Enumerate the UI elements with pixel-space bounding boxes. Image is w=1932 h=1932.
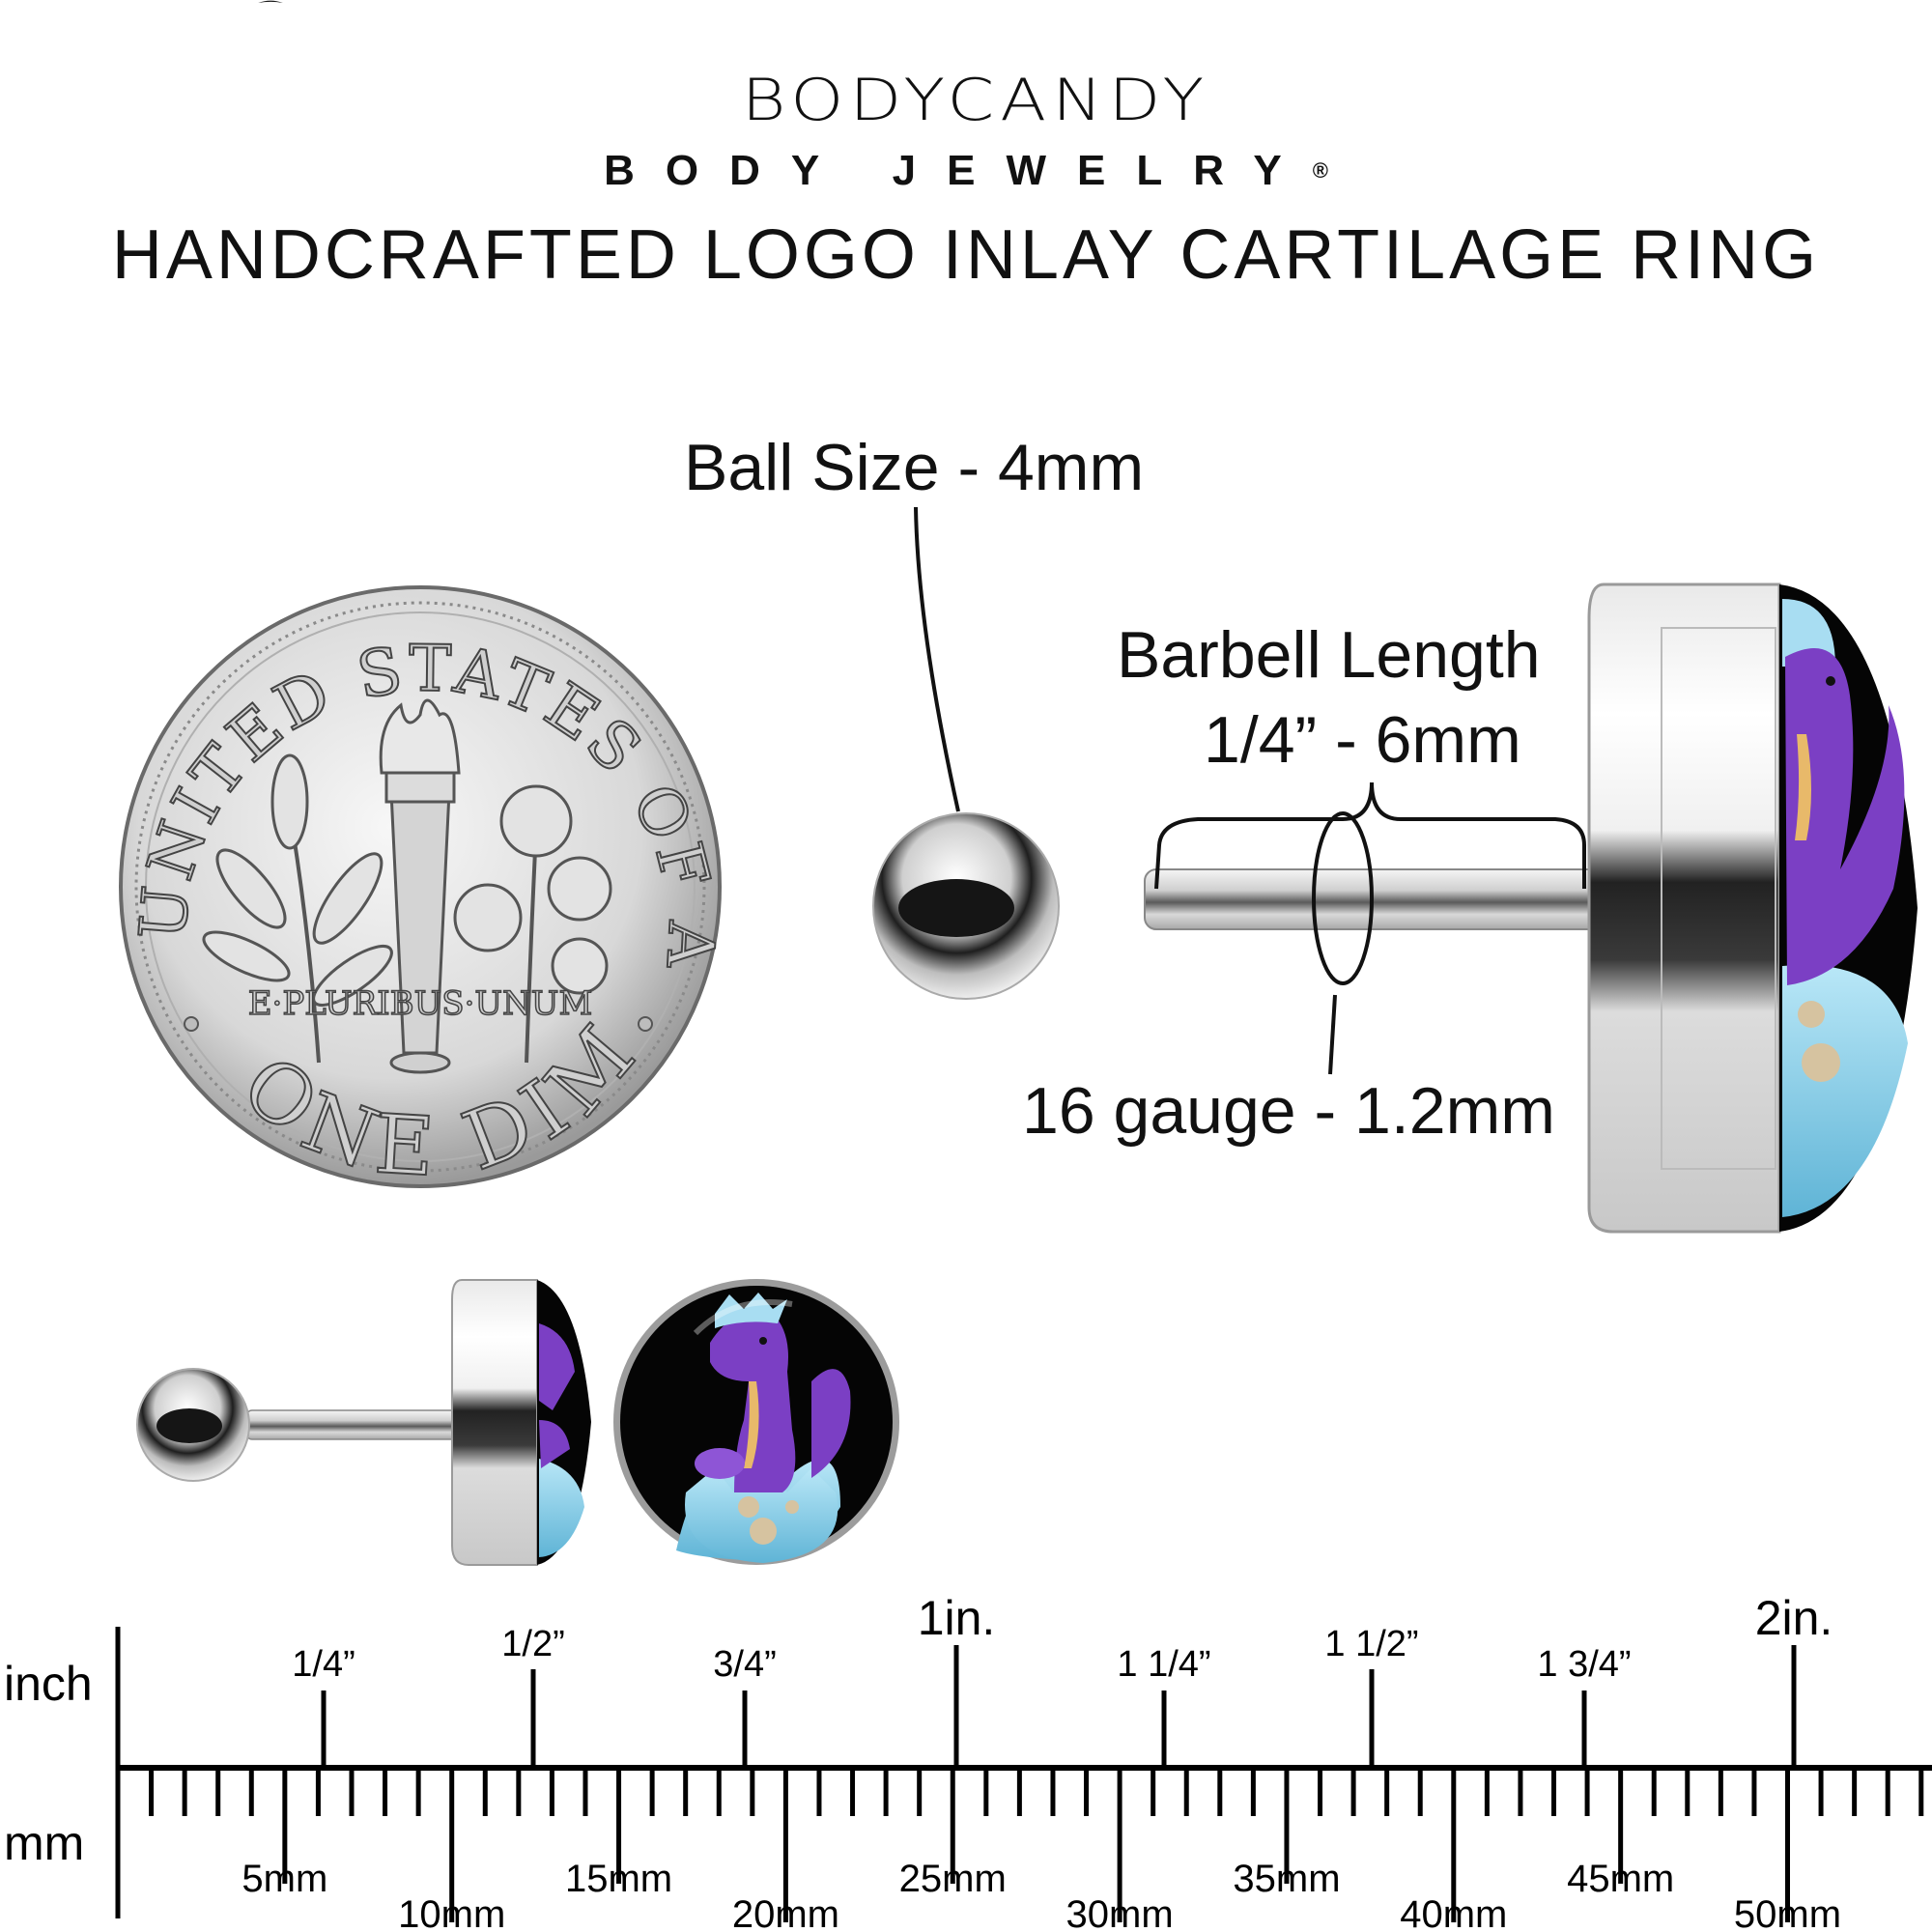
dime-motto: E·PLURIBUS·UNUM (248, 984, 593, 1023)
registered-mark: ® (1312, 158, 1328, 183)
inch-label: 1 1/2” (1324, 1624, 1418, 1664)
gauge-label: 16 gauge - 1.2mm (1022, 1074, 1555, 1148)
mm-label: 25mm (899, 1858, 1007, 1900)
inch-label: 1 3/4” (1537, 1644, 1631, 1685)
inch-label: 3/4” (713, 1644, 776, 1685)
mm-label: 20mm (732, 1893, 839, 1932)
mm-label: 45mm (1567, 1858, 1674, 1900)
inch-label: 1/4” (292, 1644, 355, 1685)
mm-label: 40mm (1400, 1893, 1507, 1932)
ball-size-label: Ball Size - 4mm (684, 431, 1145, 504)
barbell-length-label: Barbell Length (1117, 618, 1541, 692)
inch-label: 1/2” (501, 1624, 564, 1664)
barbell-length-value: 1/4” - 6mm (1204, 703, 1521, 777)
barbell-large-image (872, 582, 1918, 1234)
mm-label: 5mm (242, 1858, 327, 1900)
brand-subtitle: BODY JEWELRY® (541, 147, 1391, 195)
mm-label: 15mm (565, 1858, 672, 1900)
mm-label: 50mm (1734, 1893, 1841, 1932)
brand-subtitle-text: BODY JEWELRY (604, 147, 1313, 194)
page-title: HANDCRAFTED LOGO INLAY CARTILAGE RING (111, 216, 1821, 294)
brand-logo: BODYCANDY (741, 66, 1210, 134)
mm-label: 10mm (398, 1893, 505, 1932)
ruler-mm-label: mm (4, 1816, 84, 1870)
inch-label: 1 1/4” (1117, 1644, 1210, 1685)
mm-label: 35mm (1233, 1858, 1340, 1900)
callout-lines (914, 506, 1586, 1075)
barbell-small-image (136, 1279, 591, 1566)
inlay-front-image (613, 1279, 899, 1565)
inch-label: 1in. (918, 1591, 996, 1645)
inch-label: 2in. (1755, 1591, 1833, 1645)
mm-label: 30mm (1066, 1893, 1174, 1932)
measurement-ruler: 5mm 10mm 15mm 20mm 25mm 30mm 35mm 40mm 45mm 50mm 1… (4, 1591, 1932, 1932)
ruler-inch-label: inch (4, 1657, 93, 1711)
